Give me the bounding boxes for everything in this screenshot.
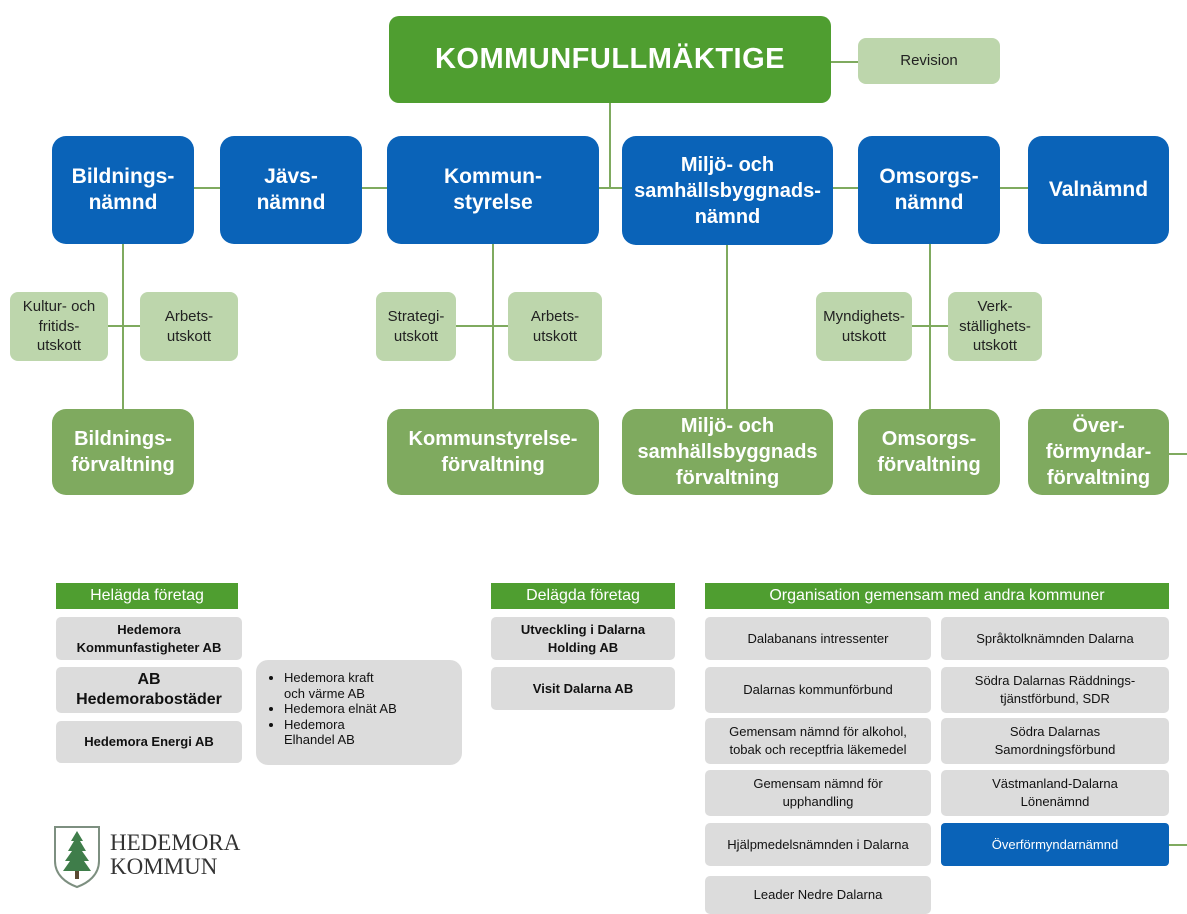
committee-strategiutskott: Strategi- utskott: [376, 292, 456, 361]
company-hedemora-energi: Hedemora Energi AB: [56, 721, 242, 763]
admin-miljo: Miljö- och samhällsbyggnads förvaltning: [622, 409, 833, 495]
admin-omsorg: Omsorgs- förvaltning: [858, 409, 1000, 495]
joint-hjalpmedel: Hjälpmedelsnämnden i Dalarna: [705, 823, 931, 866]
joint-upphandling: Gemensam nämnd för upphandling: [705, 770, 931, 816]
subsidiary-elnat: Hedemora elnät AB: [284, 701, 450, 717]
joint-lonenamnd: Västmanland-Dalarna Lönenämnd: [941, 770, 1169, 816]
joint-dalabanans: Dalabanans intressenter: [705, 617, 931, 660]
board-omsorg: Omsorgs- nämnd: [858, 136, 1000, 244]
joint-spraktolk: Språktolknämnden Dalarna: [941, 617, 1169, 660]
partly-owned-header: Delägda företag: [491, 583, 675, 609]
committee-kultur-fritid: Kultur- och fritids- utskott: [10, 292, 108, 361]
energi-subsidiaries-list: Hedemora kraft och värme AB Hedemora eln…: [256, 660, 462, 765]
joint-overformyndarnamnd: Överförmyndarnämnd: [941, 823, 1169, 866]
council-box: KOMMUNFULLMÄKTIGE: [389, 16, 831, 103]
admin-overformyndar: Över- förmyndar- förvaltning: [1028, 409, 1169, 495]
board-kommunstyrelse: Kommun- styrelse: [387, 136, 599, 244]
subsidiary-kraft-varme: Hedemora kraft och värme AB: [284, 670, 450, 701]
subsidiary-elhandel: Hedemora Elhandel AB: [284, 717, 450, 748]
logo-text: HEDEMORA KOMMUN: [110, 830, 241, 880]
company-kommunfastigheter: Hedemora Kommunfastigheter AB: [56, 617, 242, 660]
admin-bildning: Bildnings- förvaltning: [52, 409, 194, 495]
board-miljo: Miljö- och samhällsbyggnads- nämnd: [622, 136, 833, 245]
committee-myndighetsutskott: Myndighets- utskott: [816, 292, 912, 361]
revision-box: Revision: [858, 38, 1000, 84]
hedemora-logo: HEDEMORA KOMMUN: [52, 823, 262, 893]
company-hedemorabostader: AB Hedemorabostäder: [56, 667, 242, 713]
committee-verkstallighetsutskott: Verk- ställighets- utskott: [948, 292, 1042, 361]
committee-bildning-arbetsutskott: Arbets- utskott: [140, 292, 238, 361]
wholly-owned-header: Helägda företag: [56, 583, 238, 609]
company-utveckling-dalarna: Utveckling i Dalarna Holding AB: [491, 617, 675, 660]
board-javs: Jävs- nämnd: [220, 136, 362, 244]
joint-kommunforbund: Dalarnas kommunförbund: [705, 667, 931, 713]
joint-alkohol-tobak: Gemensam nämnd för alkohol, tobak och re…: [705, 718, 931, 764]
joint-samordning: Södra Dalarnas Samordningsförbund: [941, 718, 1169, 764]
admin-kommunstyrelse: Kommunstyrelse- förvaltning: [387, 409, 599, 495]
board-val: Valnämnd: [1028, 136, 1169, 244]
joint-leader: Leader Nedre Dalarna: [705, 876, 931, 914]
joint-header: Organisation gemensam med andra kommuner: [705, 583, 1169, 609]
joint-raddningstjanst: Södra Dalarnas Räddnings- tjänstförbund,…: [941, 667, 1169, 713]
committee-ks-arbetsutskott: Arbets- utskott: [508, 292, 602, 361]
board-bildning: Bildnings- nämnd: [52, 136, 194, 244]
spruce-tree-shield-icon: [54, 826, 100, 889]
company-visit-dalarna: Visit Dalarna AB: [491, 667, 675, 710]
